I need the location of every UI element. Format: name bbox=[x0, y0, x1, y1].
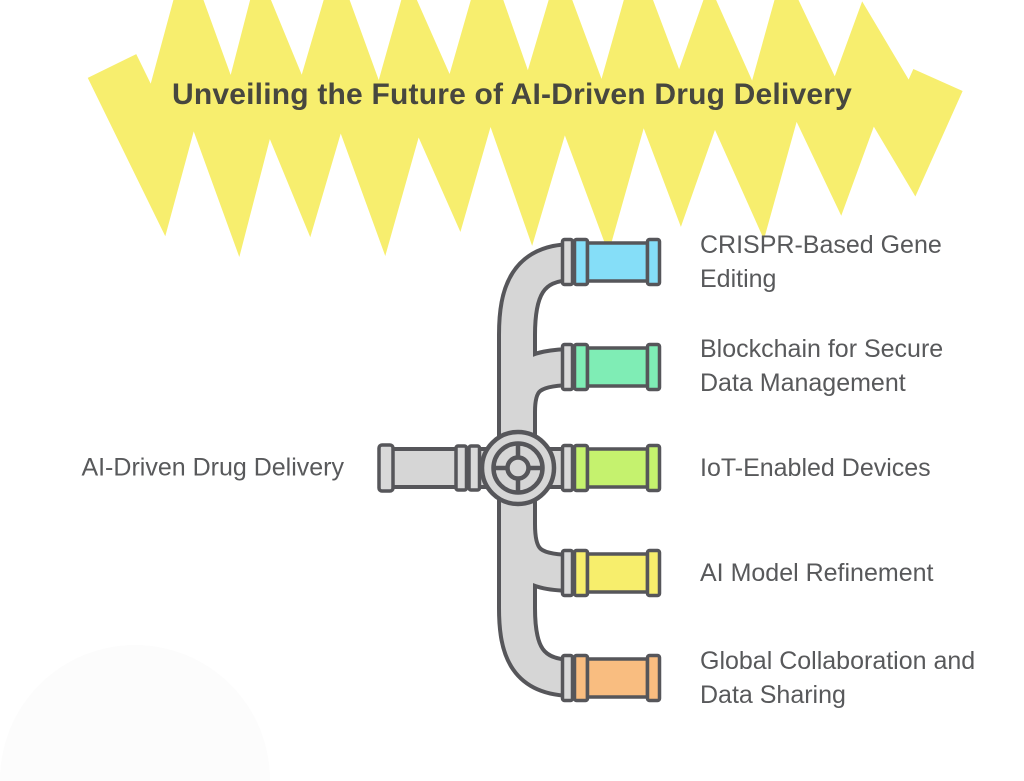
branch1-color-ring bbox=[572, 237, 590, 287]
branch-label-ai-model: AI Model Refinement bbox=[700, 559, 934, 587]
branch5-gray-ring bbox=[560, 653, 575, 703]
branch5-end-cap bbox=[645, 653, 662, 703]
supply-end-cap bbox=[377, 443, 395, 493]
page-title: Unveiling the Future of AI-Driven Drug D… bbox=[171, 78, 853, 111]
branch-label-crispr: CRISPR-Based Gene Editing bbox=[700, 231, 942, 293]
branch2-pipe-body bbox=[585, 346, 650, 388]
supply-flange-ring-1 bbox=[454, 444, 469, 492]
branch3-color-ring bbox=[572, 443, 590, 493]
valve-hub bbox=[505, 455, 531, 481]
branch5-pipe-body bbox=[585, 657, 650, 699]
branch2-end-cap bbox=[645, 342, 662, 392]
branch1-end-cap bbox=[645, 237, 662, 287]
branch-pipe-global bbox=[560, 653, 662, 703]
branch3-gray-ring bbox=[560, 443, 575, 493]
branch2-gray-ring bbox=[560, 342, 575, 392]
supply-pipe-fittings bbox=[377, 443, 482, 493]
trunk-pipe bbox=[501, 246, 575, 694]
branch1-gray-ring bbox=[560, 237, 575, 287]
branch3-end-cap bbox=[645, 443, 662, 493]
branch-label-blockchain: Blockchain for Secure Data Management bbox=[700, 335, 944, 397]
branch4-gray-ring bbox=[560, 548, 575, 598]
branch4-end-cap bbox=[645, 548, 662, 598]
branch-label-iot: IoT-Enabled Devices bbox=[700, 454, 931, 482]
branch-pipe-crispr bbox=[560, 237, 662, 287]
source-node-label: AI-Driven Drug Delivery bbox=[81, 453, 344, 482]
valve-wheel-icon bbox=[479, 429, 557, 507]
branch-pipe-blockchain bbox=[560, 342, 662, 392]
branch4-pipe-body bbox=[585, 552, 650, 594]
branch-pipe-ai-model bbox=[560, 548, 662, 598]
branch-label-global: Global Collaboration and Data Sharing bbox=[700, 647, 976, 709]
branch3-pipe-body bbox=[585, 447, 650, 489]
branch4-color-ring bbox=[572, 548, 590, 598]
branch5-color-ring bbox=[572, 653, 590, 703]
branch-pipe-iot bbox=[560, 443, 662, 493]
branch1-pipe-body bbox=[585, 241, 650, 283]
faint-watermark-blob bbox=[0, 645, 270, 781]
branch2-color-ring bbox=[572, 342, 590, 392]
supply-flange-ring-2 bbox=[467, 444, 482, 492]
highlight-scribble bbox=[87, 0, 963, 258]
